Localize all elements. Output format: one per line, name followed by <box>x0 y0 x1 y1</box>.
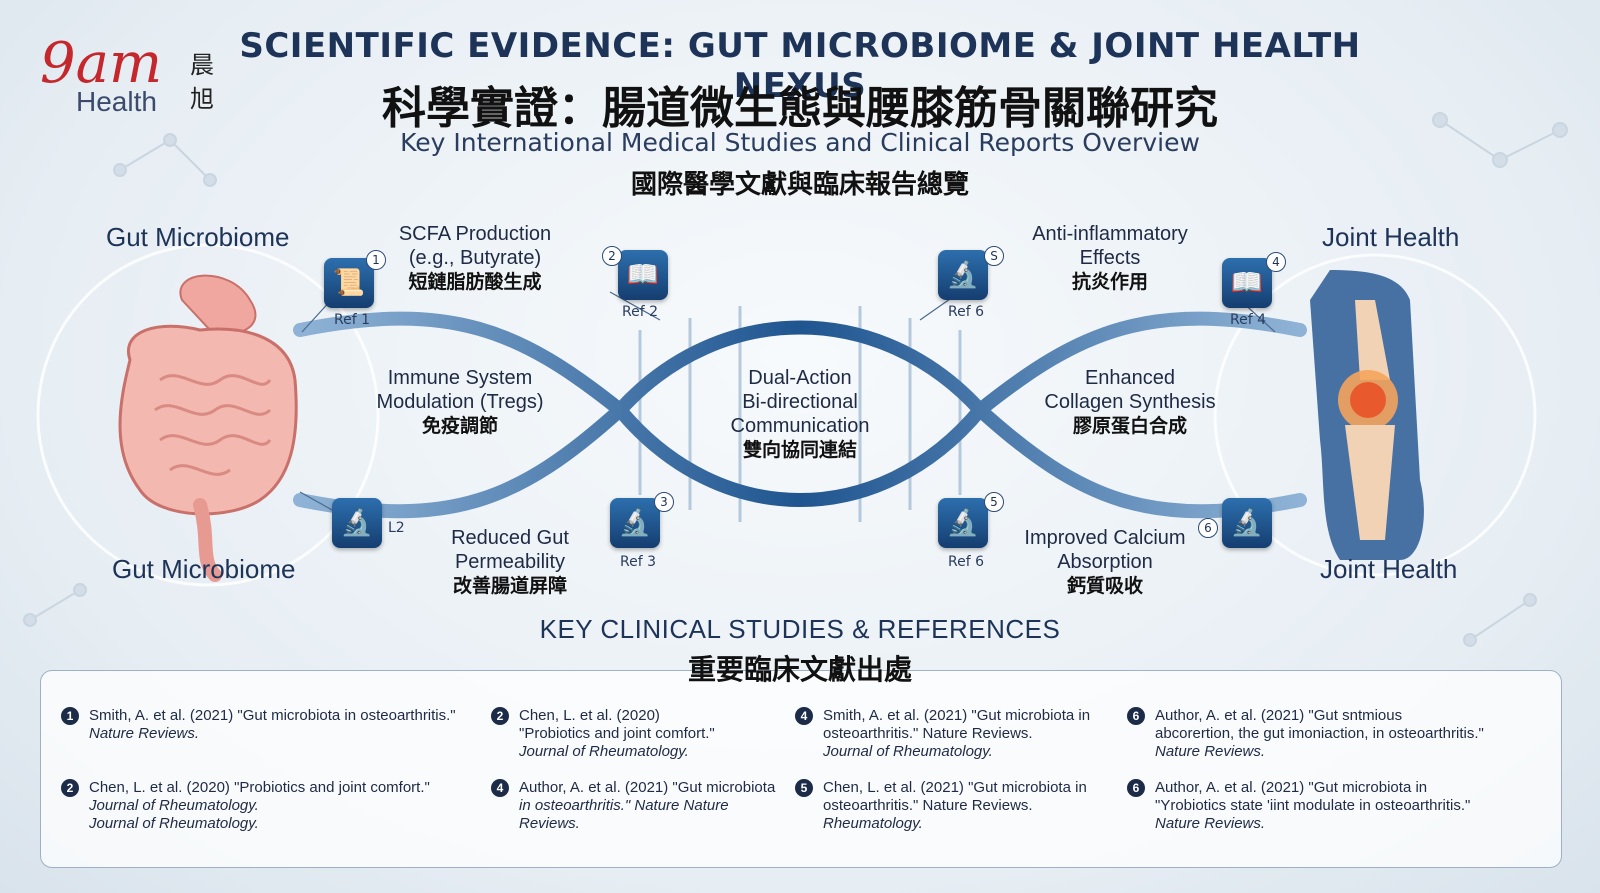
citation-7: 6 Author, A. et al. (2021) "Gut sntmious… <box>1127 707 1547 761</box>
ref-badge-3: 3 <box>654 492 674 512</box>
joint-health-label-bottom: Joint Health <box>1320 554 1458 584</box>
ref-label-2: Ref 2 <box>622 304 658 320</box>
ref-label-1: Ref 1 <box>334 312 370 328</box>
scroll-icon: 📜 <box>324 258 374 308</box>
microscope-icon: 🔬 <box>1222 498 1272 548</box>
book-icon: 📖 <box>1222 258 1272 308</box>
microscope-icon: 🔬 <box>938 498 988 548</box>
node-scfa: SCFA Production(e.g., Butyrate)短鏈脂肪酸生成 <box>398 223 552 293</box>
page-title-en: SCIENTIFIC EVIDENCE: GUT MICROBIOME & JO… <box>239 26 1361 106</box>
dna-strand-upper <box>293 311 1307 420</box>
brand-logo-chinese: 晨旭 <box>190 51 214 113</box>
ref-badge-s: S <box>984 246 1004 266</box>
citation-4: 4 Author, A. et al. (2021) "Gut microbio… <box>491 779 791 833</box>
brand-logo-word: Health <box>76 86 157 117</box>
ref-badge-5: 5 <box>984 492 1004 512</box>
dna-strand-lower <box>293 399 1307 519</box>
joint-health-label-top: Joint Health <box>1322 222 1460 252</box>
references-title-zh: 重要臨床文獻出處 <box>687 653 912 686</box>
ref-badge-4: 4 <box>1266 252 1286 272</box>
page-subtitle-en: Key International Medical Studies and Cl… <box>400 128 1200 157</box>
knee-joint-illustration <box>1310 270 1424 560</box>
gut-microbiome-label-bottom: Gut Microbiome <box>112 554 296 584</box>
page-subtitle-zh: 國際醫學文獻與臨床報告總覽 <box>630 170 969 200</box>
ref-label-3: Ref 3 <box>620 554 656 570</box>
citation-2: 2 Chen, L. et al. (2020) "Probiotics and… <box>61 779 501 833</box>
ref-label-6a: Ref 6 <box>948 304 984 320</box>
book-icon: 📖 <box>618 250 668 300</box>
citation-3: 2 Chen, L. et al. (2020)"Probiotics and … <box>491 707 791 761</box>
citation-8: 6 Author, A. et al. (2021) "Gut microbio… <box>1127 779 1547 833</box>
ref-badge-1: 1 <box>366 250 386 270</box>
microscope-icon: 🔬 <box>610 498 660 548</box>
citation-5: 4 Smith, A. et al. (2021) "Gut microbiot… <box>795 707 1115 761</box>
citation-1: 1 Smith, A. et al. (2021) "Gut microbiot… <box>61 707 501 743</box>
microscope-icon: 🔬 <box>332 498 382 548</box>
ref-label-4: Ref 4 <box>1230 312 1266 328</box>
references-title-en: KEY CLINICAL STUDIES & REFERENCES <box>539 614 1061 644</box>
references-box: 1 Smith, A. et al. (2021) "Gut microbiot… <box>40 670 1562 868</box>
ref-label-l2: L2 <box>388 520 405 536</box>
page-title-zh: 科學實證：腸道微生態與腰膝筋骨關聯研究 <box>382 83 1218 134</box>
ref-label-5: Ref 6 <box>948 554 984 570</box>
brand-logo-number: 9am <box>40 31 163 96</box>
citation-6: 5 Chen, L. et al. (2021) "Gut microbiota… <box>795 779 1115 833</box>
intestine-illustration <box>118 274 298 582</box>
gut-microbiome-label-top: Gut Microbiome <box>106 222 290 252</box>
ref-badge-2: 2 <box>602 246 622 266</box>
ref-badge-6: 6 <box>1198 518 1218 538</box>
microscope-icon: 🔬 <box>938 250 988 300</box>
